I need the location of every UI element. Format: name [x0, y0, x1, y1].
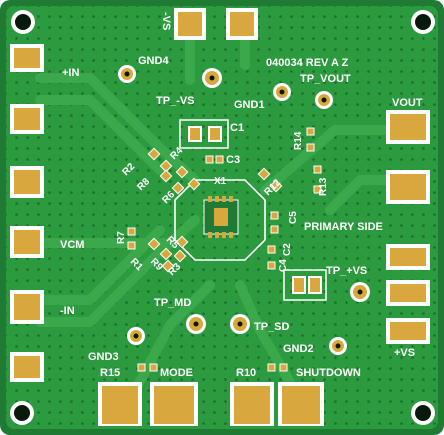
label-plus-vs: +VS	[394, 347, 415, 359]
label-plus-in: +IN	[62, 67, 79, 79]
label-c4: C4	[278, 259, 289, 272]
tp-sd	[230, 314, 250, 334]
connector-left	[10, 44, 44, 382]
test-points	[118, 65, 370, 355]
label-r14: R14	[293, 131, 304, 150]
label-gnd4: GND4	[138, 55, 169, 67]
label-r7: R7	[116, 231, 127, 244]
capacitor-c2	[283, 269, 327, 301]
label-vout: VOUT	[392, 97, 423, 109]
tp-minus-vs	[202, 68, 222, 88]
tp-gnd2	[329, 337, 347, 355]
tp-md	[186, 314, 206, 334]
connector-right	[386, 110, 430, 344]
label-vcm: VCM	[60, 239, 84, 251]
connector-top-left	[174, 8, 206, 40]
mounting-hole-bottom-left	[10, 401, 34, 425]
label-gnd3: GND3	[88, 351, 119, 363]
ic-keepout-outline	[174, 179, 266, 261]
label-tp-md: TP_MD	[154, 297, 191, 309]
label-primary-side: PRIMARY SIDE	[304, 221, 383, 233]
label-c5: C5	[288, 211, 299, 224]
label-c1: C1	[230, 122, 244, 134]
label-shutdown: SHUTDOWN	[296, 367, 361, 379]
label-r15: R15	[100, 367, 120, 379]
tp-gnd1	[273, 83, 291, 101]
label-tp-minus-vs: TP_-VS	[156, 95, 195, 107]
label-minus-vs: -VS	[160, 12, 172, 30]
mounting-hole-bottom-right	[411, 401, 435, 425]
tp-gnd3	[127, 327, 145, 345]
label-c2: C2	[282, 243, 293, 256]
connector-top-right	[226, 8, 258, 40]
label-gnd2: GND2	[283, 343, 314, 355]
tp-gnd4	[118, 65, 136, 83]
mounting-hole-top-right	[411, 10, 435, 34]
label-minus-in: -IN	[60, 305, 75, 317]
label-revision: 040034 REV A Z	[266, 57, 349, 69]
label-r13: R13	[318, 177, 329, 196]
ic-x1	[203, 196, 239, 238]
label-tp-plus-vs: TP_+VS	[326, 265, 367, 277]
label-x1: X1	[214, 176, 227, 187]
capacitor-c1	[179, 119, 229, 149]
mounting-hole-top-left	[11, 10, 35, 34]
tp-plus-vs	[350, 282, 370, 302]
label-gnd1: GND1	[234, 99, 265, 111]
label-tp-vout: TP_VOUT	[300, 73, 351, 85]
tp-vout	[315, 91, 333, 109]
label-c3: C3	[226, 154, 240, 166]
smd-pads	[127, 127, 322, 372]
label-r10: R10	[236, 367, 256, 379]
connector-bottom	[98, 382, 324, 426]
label-tp-sd: TP_SD	[254, 321, 290, 333]
label-mode: MODE	[160, 367, 193, 379]
